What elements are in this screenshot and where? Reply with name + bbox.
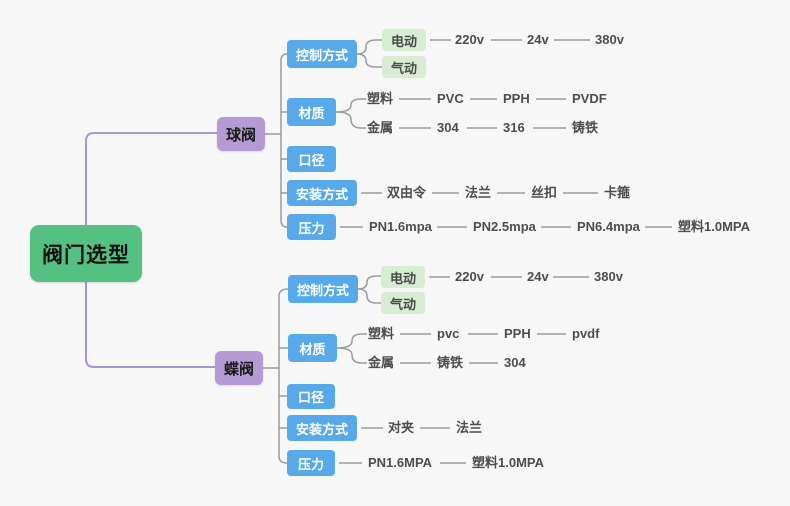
topic-butterfly-control-mode[interactable]: 控制方式 — [288, 275, 358, 303]
topic-butterfly-pressure[interactable]: 压力 — [287, 450, 335, 476]
leaf-butterfly-metal[interactable]: 金属 — [368, 355, 395, 370]
root-node-valve-selection[interactable]: 阀门选型 — [30, 225, 142, 282]
leaf-butterfly-wafer[interactable]: 对夹 — [388, 420, 415, 435]
leaf-ball-flange[interactable]: 法兰 — [465, 185, 492, 200]
leaf-butterfly-plastic[interactable]: 塑料 — [368, 326, 395, 341]
leaf-ball-voltage-24v[interactable]: 24v — [527, 32, 549, 47]
branch-node-ball-valve[interactable]: 球阀 — [217, 117, 265, 151]
leaf-ball-pn25[interactable]: PN2.5mpa — [473, 219, 536, 234]
leaf-ball-voltage-220v[interactable]: 220v — [455, 32, 484, 47]
leaf-butterfly-pn16[interactable]: PN1.6MPA — [368, 455, 433, 470]
topic-butterfly-installation[interactable]: 安装方式 — [287, 415, 357, 441]
topic-ball-control-mode[interactable]: 控制方式 — [287, 40, 357, 68]
leaf-ball-316[interactable]: 316 — [503, 120, 525, 135]
branch-node-butterfly-valve[interactable]: 蝶阀 — [215, 351, 263, 385]
leaf-ball-plastic-10mpa[interactable]: 塑料1.0MPA — [678, 219, 750, 234]
topic-ball-installation[interactable]: 安装方式 — [287, 180, 357, 206]
topic-ball-diameter[interactable]: 口径 — [287, 146, 336, 172]
leaf-ball-union[interactable]: 双由令 — [387, 185, 427, 200]
leaf-butterfly-pvdf[interactable]: pvdf — [572, 326, 600, 341]
topic-butterfly-material[interactable]: 材质 — [288, 334, 337, 362]
item-ball-pneumatic[interactable]: 气动 — [382, 56, 426, 78]
leaf-ball-thread[interactable]: 丝扣 — [531, 185, 558, 200]
item-ball-electric[interactable]: 电动 — [382, 29, 426, 51]
gray-connectors-butterfly-valve — [263, 275, 589, 464]
leaf-butterfly-flange[interactable]: 法兰 — [456, 420, 483, 435]
branch-connectors — [85, 132, 217, 368]
leaf-ball-clamp[interactable]: 卡箍 — [604, 185, 631, 200]
leaf-butterfly-304[interactable]: 304 — [504, 355, 526, 370]
leaf-ball-plastic[interactable]: 塑料 — [367, 91, 394, 106]
leaf-ball-304[interactable]: 304 — [437, 120, 459, 135]
leaf-ball-pvdf[interactable]: PVDF — [572, 91, 607, 106]
leaf-butterfly-voltage-220v[interactable]: 220v — [455, 269, 484, 284]
leaf-butterfly-voltage-380v[interactable]: 380v — [594, 269, 623, 284]
topic-ball-material[interactable]: 材质 — [287, 98, 336, 126]
leaf-ball-cast-iron[interactable]: 铸铁 — [572, 120, 599, 135]
topic-ball-pressure[interactable]: 压力 — [287, 214, 336, 240]
leaf-butterfly-voltage-24v[interactable]: 24v — [527, 269, 549, 284]
leaf-ball-metal[interactable]: 金属 — [367, 120, 394, 135]
leaf-butterfly-cast-iron[interactable]: 铸铁 — [437, 355, 464, 370]
item-butterfly-pneumatic[interactable]: 气动 — [381, 292, 425, 314]
topic-butterfly-diameter[interactable]: 口径 — [287, 384, 335, 409]
leaf-butterfly-pph[interactable]: PPH — [504, 326, 531, 341]
leaf-ball-pph[interactable]: PPH — [503, 91, 530, 106]
item-butterfly-electric[interactable]: 电动 — [381, 266, 425, 288]
leaf-ball-pvc[interactable]: PVC — [437, 91, 464, 106]
leaf-butterfly-plastic-10mpa[interactable]: 塑料1.0MPA — [472, 455, 544, 470]
leaf-ball-pn16[interactable]: PN1.6mpa — [369, 219, 432, 234]
leaf-ball-pn64[interactable]: PN6.4mpa — [577, 219, 640, 234]
gray-connectors-ball-valve — [265, 39, 672, 228]
leaf-ball-voltage-380v[interactable]: 380v — [595, 32, 624, 47]
leaf-butterfly-pvc[interactable]: pvc — [437, 326, 460, 341]
